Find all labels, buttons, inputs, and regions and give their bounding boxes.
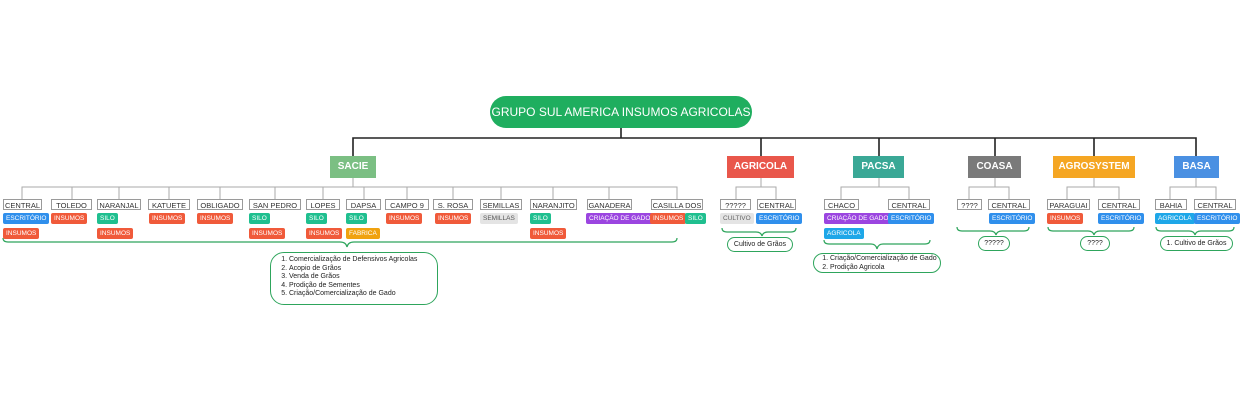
leaf-lopes[interactable]: LOPES	[306, 199, 340, 210]
tag-silo: SILO	[685, 213, 706, 224]
tag-insumos: INSUMOS	[386, 213, 423, 224]
tag-escritorio: ESCRITÓRIO	[3, 213, 50, 224]
branch-sacie[interactable]: SACIE	[330, 156, 376, 178]
tag-insumos: INSUMOS	[650, 213, 687, 224]
leaf-naranjal[interactable]: NARANJAL	[97, 199, 141, 210]
branch-pacsa[interactable]: PACSA	[853, 156, 904, 178]
leaf-bahia[interactable]: BAHIA	[1155, 199, 1187, 210]
leaf-central[interactable]: CENTRAL	[757, 199, 796, 210]
leaf-dapsa[interactable]: DAPSA	[346, 199, 381, 210]
tag-insumos: INSUMOS	[149, 213, 186, 224]
leaf-toledo[interactable]: TOLEDO	[51, 199, 92, 210]
tag-fabrica: FABRICA	[346, 228, 380, 239]
tag-insumos: INSUMOS	[197, 213, 234, 224]
tag-insumos: INSUMOS	[530, 228, 567, 239]
tag-silo: SILO	[530, 213, 551, 224]
leaf-unknown[interactable]: ?????	[720, 199, 751, 210]
tag-escritorio: ESCRITÓRIO	[1194, 213, 1240, 224]
tag-silo: SILO	[346, 213, 367, 224]
summary-item: Acopio de Grãos	[289, 265, 437, 274]
tag-escritorio: ESCRITÓRIO	[989, 213, 1036, 224]
summary-agrosystem[interactable]: ????	[1080, 236, 1110, 251]
leaf-chaco[interactable]: CHACO	[824, 199, 859, 210]
leaf-paraguai[interactable]: PARAGUAI	[1047, 199, 1090, 210]
summary-coasa[interactable]: ?????	[978, 236, 1010, 251]
summary-item: Prodição de Sementes	[289, 282, 437, 291]
tag-insumos: INSUMOS	[97, 228, 134, 239]
tag-insumos: INSUMOS	[306, 228, 343, 239]
leaf-san-pedro[interactable]: SAN PEDRO	[249, 199, 301, 210]
tag-escritorio: ESCRITÓRIO	[888, 213, 935, 224]
leaf-ganadera[interactable]: GANADERA	[587, 199, 632, 210]
tag-silo: SILO	[97, 213, 118, 224]
tag-silo: SILO	[249, 213, 270, 224]
summary-item: Comercialização de Defensivos Agricolas	[289, 256, 437, 265]
branch-agrosystem[interactable]: AGROSYSTEM	[1053, 156, 1135, 178]
summary-pacsa[interactable]: Criação/Comercialização de Gado Prodição…	[813, 253, 941, 273]
leaf-s-rosa[interactable]: S. ROSA	[433, 199, 473, 210]
leaf-unknown[interactable]: ????	[957, 199, 982, 210]
tag-agricola: AGRICOLA	[1155, 213, 1195, 224]
summary-sacie[interactable]: Comercialização de Defensivos Agricolas …	[270, 252, 438, 305]
tag-cultivo: CULTIVO	[720, 213, 754, 224]
leaf-katuete[interactable]: KATUETE	[148, 199, 190, 210]
root-topic[interactable]: GRUPO SUL AMERICA INSUMOS AGRICOLAS	[490, 96, 752, 128]
leaf-central[interactable]: CENTRAL	[1194, 199, 1236, 210]
leaf-casilla-dos[interactable]: CASILLA DOS	[651, 199, 703, 210]
summary-item: Criação/Comercialização de Gado	[830, 255, 940, 264]
tag-insumos: INSUMOS	[1047, 213, 1084, 224]
tag-criacao-de-gado: CRIAÇÃO DE GADO	[824, 213, 892, 224]
leaf-naranjito[interactable]: NARANJITO	[530, 199, 577, 210]
tag-agricola: AGRICOLA	[824, 228, 864, 239]
tag-insumos: INSUMOS	[51, 213, 88, 224]
tag-insumos: INSUMOS	[3, 228, 40, 239]
summary-basa[interactable]: 1. Cultivo de Grãos	[1160, 236, 1233, 251]
tag-criacao-de-gado: CRIAÇÃO DE GADO	[586, 213, 654, 224]
tag-insumos: INSUMOS	[249, 228, 286, 239]
summary-item: Venda de Grãos	[289, 273, 437, 282]
leaf-central[interactable]: CENTRAL	[888, 199, 930, 210]
tag-insumos: INSUMOS	[435, 213, 472, 224]
branch-coasa[interactable]: COASA	[968, 156, 1021, 178]
branch-agricola[interactable]: AGRICOLA	[727, 156, 794, 178]
leaf-semillas[interactable]: SEMILLAS	[480, 199, 522, 210]
leaf-central[interactable]: CENTRAL	[1098, 199, 1140, 210]
tag-semillas: SEMILLAS	[480, 213, 518, 224]
leaf-campo-9[interactable]: CAMPO 9	[385, 199, 429, 210]
leaf-obligado[interactable]: OBLIGADO	[197, 199, 243, 210]
summary-agricola[interactable]: Cultivo de Grãos	[727, 237, 793, 252]
summary-item: Criação/Comercialização de Gado	[289, 290, 437, 299]
tag-escritorio: ESCRITÓRIO	[756, 213, 803, 224]
branch-basa[interactable]: BASA	[1174, 156, 1219, 178]
leaf-central[interactable]: CENTRAL	[988, 199, 1030, 210]
tag-silo: SILO	[306, 213, 327, 224]
tag-escritorio: ESCRITÓRIO	[1098, 213, 1145, 224]
leaf-central[interactable]: CENTRAL	[3, 199, 42, 210]
summary-item: Prodição Agricola	[830, 264, 940, 273]
